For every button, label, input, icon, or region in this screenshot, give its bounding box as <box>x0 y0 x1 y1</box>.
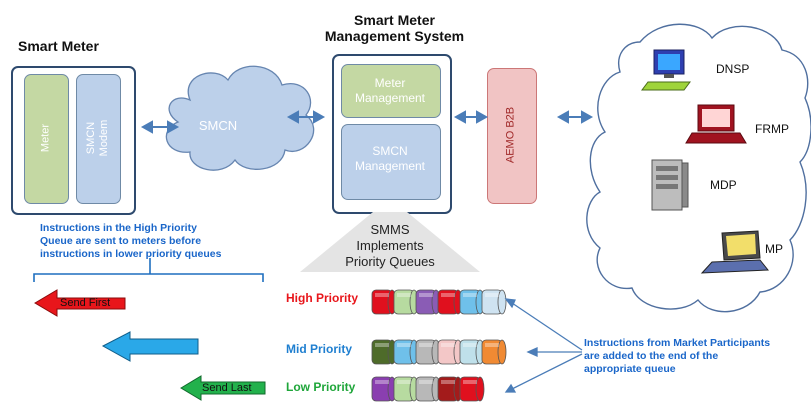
high-priority-note-line3: instructions in lower priority queues <box>40 248 222 260</box>
frmp-label: FRMP <box>755 122 789 136</box>
smcn-cloud-label: SMCN <box>198 118 238 133</box>
mp-label: MP <box>765 242 783 256</box>
low-priority-label: Low Priority <box>286 380 356 394</box>
mdp-server-icon <box>651 159 689 211</box>
smms-queue-line1: SMMS <box>370 222 410 237</box>
queue-cylinder <box>481 339 507 365</box>
queue-cylinder <box>393 339 419 365</box>
queue-cylinder <box>459 289 485 315</box>
smms-title-line1: Smart Meter <box>354 12 435 28</box>
queue-cylinder <box>459 339 485 365</box>
queue-cylinder <box>371 339 397 365</box>
smms-priority-shape <box>300 212 480 272</box>
queue-cylinder <box>437 376 463 402</box>
queue-cylinder <box>437 339 463 365</box>
queue-cylinder <box>437 289 463 315</box>
smcn-modem-box <box>76 74 121 204</box>
queue-cylinder <box>393 376 419 402</box>
send-first-label: Send First <box>60 297 111 309</box>
smcn-management-box <box>341 124 441 200</box>
market-note-line1: Instructions from Market Participants <box>584 337 771 349</box>
dnsp-computer-icon <box>641 49 691 91</box>
queue-cylinder <box>371 289 397 315</box>
meter-management-label: Meter Management <box>354 76 426 105</box>
frmp-laptop-icon <box>685 104 747 144</box>
smms-queue-line3: Priority Queues <box>345 254 435 269</box>
smcn-cloud <box>165 65 315 171</box>
queue-cylinder <box>415 376 441 402</box>
smcn-management-label: SMCN Management <box>354 144 426 173</box>
market-note-line2: are added to the end of the <box>584 350 719 362</box>
market-participants-note: Instructions from Market Participants ar… <box>584 337 809 376</box>
queue-cylinder <box>393 289 419 315</box>
smms-title: Smart Meter Management System <box>312 12 477 44</box>
send-first-arrow <box>34 289 126 317</box>
smms-title-line2: Management System <box>324 28 465 44</box>
queue-cylinder <box>371 376 397 402</box>
mid-priority-label: Mid Priority <box>286 342 353 356</box>
market-note-line3: appropriate queue <box>584 363 676 375</box>
send-last-label: Send Last <box>202 382 252 394</box>
smart-meter-title: Smart Meter <box>18 38 99 54</box>
queue-cylinder <box>481 289 507 315</box>
mdp-label: MDP <box>710 178 737 192</box>
smms-queue-line2: Implements <box>356 238 424 253</box>
mp-laptop-icon <box>700 230 770 274</box>
high-priority-note-line2: Queue are sent to meters before <box>40 235 202 247</box>
meter-box <box>24 74 69 204</box>
priority-queues <box>371 289 507 402</box>
note-bracket <box>33 258 264 282</box>
dnsp-label: DNSP <box>716 62 750 76</box>
high-priority-label: High Priority <box>286 291 359 305</box>
send-mid-arrow <box>101 331 199 362</box>
high-priority-note: Instructions in the High Priority Queue … <box>40 222 270 261</box>
aemo-b2b-box <box>487 68 537 204</box>
market-pointer-arrows <box>504 298 583 393</box>
participants-cloud <box>586 23 811 313</box>
queue-cylinder <box>415 289 441 315</box>
high-priority-note-line1: Instructions in the High Priority <box>40 222 197 234</box>
send-last-arrow <box>180 375 266 401</box>
queue-cylinder <box>459 376 485 402</box>
link-arrows <box>140 110 594 134</box>
meter-management-box <box>341 64 441 118</box>
queue-cylinder <box>415 339 441 365</box>
smms-queue-label: SMMS Implements Priority Queues <box>320 222 460 270</box>
